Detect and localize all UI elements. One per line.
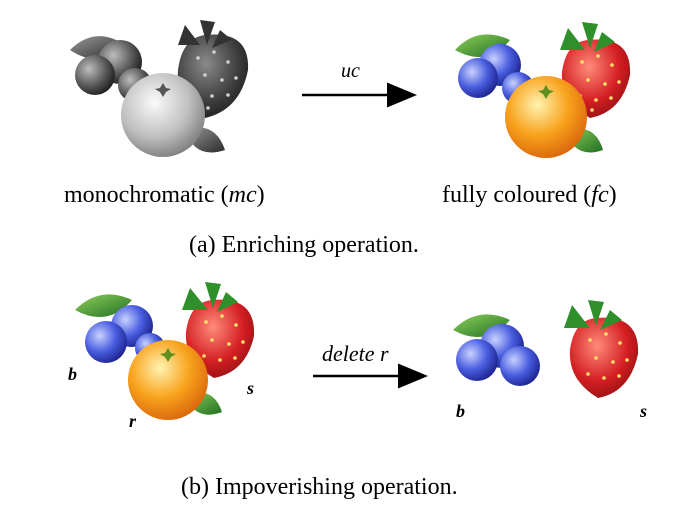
blueberry-icon [456, 324, 540, 386]
orange-icon [128, 340, 208, 420]
orange-icon [505, 76, 587, 158]
fully-coloured-fruit-group [455, 22, 631, 158]
tag-s-right: s [640, 401, 648, 421]
uc-arrow-label: uc [341, 60, 360, 82]
mc-abbr: mc [228, 182, 257, 208]
reduced-fruit-group [453, 300, 639, 398]
fully-coloured-label: fully coloured (fc) [442, 182, 617, 209]
caption-a: (a) Enriching operation. [189, 232, 419, 258]
caption-b: (b) Impoverishing operation. [181, 474, 458, 500]
blueberry-icon [85, 305, 165, 363]
strawberry-icon [182, 282, 255, 378]
fully-coloured-label-prefix: fully coloured ( [442, 182, 592, 208]
fc-abbr: fc [591, 182, 609, 208]
tag-b-right: b [456, 401, 465, 421]
tag-s-left: s [247, 378, 255, 398]
monochromatic-fruit-group [70, 20, 249, 157]
tag-r-left: r [129, 411, 137, 431]
full-fruit-group [75, 282, 255, 420]
orange-icon [121, 73, 205, 157]
fully-coloured-label-suffix: ) [608, 182, 617, 208]
monochromatic-label: monochromatic (mc) [64, 182, 265, 209]
monochromatic-label-suffix: ) [256, 182, 265, 208]
delete-r-arrow-label: delete r [322, 341, 389, 366]
monochromatic-label-prefix: monochromatic ( [64, 182, 229, 208]
tag-b-left: b [68, 364, 77, 384]
strawberry-icon [564, 300, 639, 398]
